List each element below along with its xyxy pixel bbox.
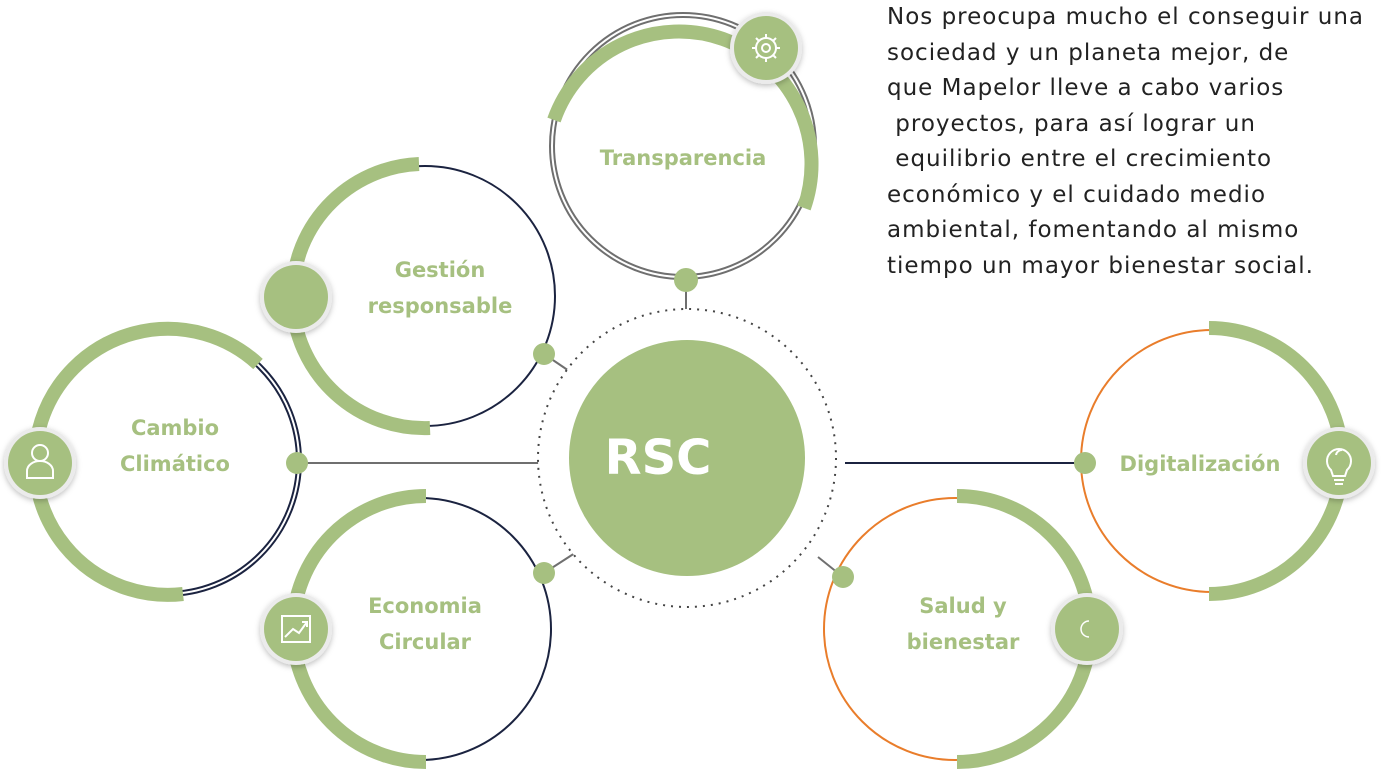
node-digitalizacion <box>1074 321 1375 601</box>
label-transparencia: Transparencia <box>583 140 783 176</box>
moon-icon <box>1080 620 1090 638</box>
icon-circle <box>1307 431 1371 495</box>
paragraph-line: que Mapelor lleve a cabo varios <box>887 75 1285 101</box>
paragraph-line: equilibrio entre el crecimiento <box>887 146 1273 172</box>
center-label: RSC <box>604 430 712 486</box>
dot <box>533 343 555 365</box>
icon-circle <box>1055 597 1119 661</box>
gear-icon <box>752 34 780 62</box>
label-line: Circular <box>378 630 472 654</box>
label-economia: Economia Circular <box>345 588 505 660</box>
node-salud <box>823 489 1123 769</box>
label-line: Digitalización <box>1119 452 1281 476</box>
paragraph-line: Nos preocupa mucho el conseguir una <box>887 4 1365 30</box>
paragraph-line: económico y el cuidado medio <box>887 181 1267 208</box>
chart-up-icon <box>281 615 311 643</box>
label-line: Transparencia <box>599 146 767 170</box>
node-economia <box>260 489 555 769</box>
label-digitalizacion: Digitalización <box>1105 446 1295 482</box>
node-cambio <box>4 321 308 602</box>
label-line: Gestión <box>394 258 486 282</box>
plain-circle-icon <box>264 265 328 329</box>
label-line: bienestar <box>906 630 1020 654</box>
dot <box>674 268 698 292</box>
person-icon <box>26 444 54 479</box>
icon-circle <box>264 597 328 661</box>
icon-circle <box>734 16 798 80</box>
ring-arc <box>27 321 263 602</box>
rsc-description: Nos preocupa mucho el conseguir una soci… <box>887 4 1381 284</box>
label-line: Cambio <box>130 416 220 440</box>
paragraph-line: tiempo un mayor bienestar social. <box>887 252 1314 279</box>
label-line: responsable <box>367 294 513 318</box>
dot <box>533 562 555 584</box>
label-line: Economia <box>368 594 482 618</box>
node-transparencia <box>547 12 819 292</box>
icon-circle <box>8 431 72 495</box>
lightbulb-icon <box>1326 448 1352 485</box>
label-cambio: Cambio Climático <box>95 410 255 482</box>
dot <box>286 452 308 474</box>
label-line: Salud y <box>919 594 1007 618</box>
ring-arc <box>547 24 819 211</box>
label-line: Climático <box>120 452 230 476</box>
dot <box>1074 452 1096 474</box>
node-gestion <box>260 157 556 436</box>
center-circle <box>569 340 805 576</box>
label-salud: Salud y bienestar <box>888 588 1038 660</box>
paragraph-line: ambiental, fomentando al mismo <box>887 217 1300 243</box>
dot <box>832 566 854 588</box>
paragraph-line: proyectos, para así lograr un <box>887 110 1256 137</box>
paragraph-line: sociedad y un planeta mejor, de <box>887 39 1290 66</box>
label-gestion: Gestión responsable <box>345 252 535 324</box>
